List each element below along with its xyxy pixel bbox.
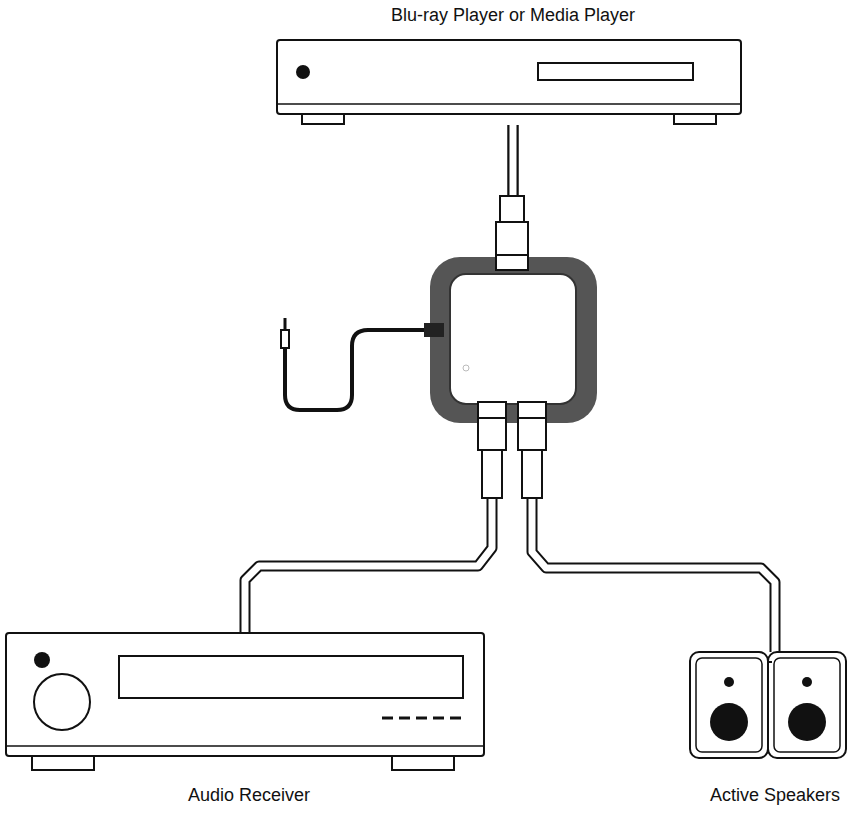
speaker-cabinet <box>768 652 846 758</box>
device-label: Active Speakers <box>686 784 864 806</box>
power-plug-tip <box>284 318 287 330</box>
button-row <box>382 717 393 720</box>
power-socket <box>424 323 444 337</box>
display <box>119 656 463 698</box>
button-row <box>450 717 461 720</box>
woofer <box>788 703 826 741</box>
speaker-cabinet <box>690 652 768 758</box>
speaker-link <box>768 661 772 663</box>
player-node: Blu-ray Player or Media Player <box>276 4 750 125</box>
body-edge <box>277 103 741 105</box>
device-label: Blu-ray Player or Media Player <box>276 4 750 26</box>
splitter-housing <box>430 257 597 423</box>
hdmi-plug <box>478 402 506 450</box>
speaker-front <box>696 658 762 752</box>
hdmi-plug <box>482 450 502 498</box>
power-cable <box>285 330 440 410</box>
body-edge <box>6 745 484 747</box>
hdmi-plug <box>518 402 546 450</box>
hdmi-plug <box>496 222 528 270</box>
speakers-node: Active Speakers <box>686 652 864 812</box>
plug-line <box>518 417 546 419</box>
status-led <box>463 365 469 371</box>
power-button <box>34 652 50 668</box>
button-row <box>416 717 427 720</box>
hdmi-plug <box>500 196 524 222</box>
woofer <box>710 703 748 741</box>
power-plug <box>281 330 289 348</box>
device-label: Audio Receiver <box>4 784 494 806</box>
button-row <box>399 717 410 720</box>
tweeter <box>724 677 734 687</box>
disc-slot <box>538 63 693 80</box>
receiver-body <box>6 633 484 756</box>
plug-line <box>496 254 528 256</box>
player-body <box>277 40 741 114</box>
hdmi-plug <box>522 450 542 498</box>
volume-knob <box>34 674 90 730</box>
button-row <box>433 717 444 720</box>
speaker-front <box>774 658 840 752</box>
receiver-node: Audio Receiver <box>4 632 494 812</box>
splitter-face <box>450 274 576 404</box>
power-button <box>296 65 310 79</box>
plug-line <box>478 417 506 419</box>
tweeter <box>802 677 812 687</box>
